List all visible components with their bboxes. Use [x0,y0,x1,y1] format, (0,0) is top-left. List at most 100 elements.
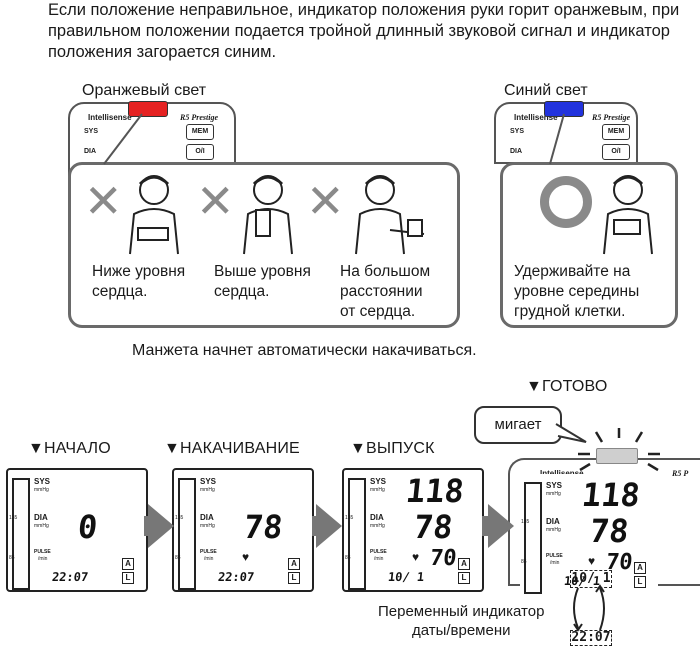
power-button[interactable]: O/I [186,144,214,160]
scale-bar [348,478,366,590]
dia-value: 78 [588,512,631,550]
pulse-label: PULSE [370,549,387,555]
position-indicator-orange [128,101,168,117]
sys-value: 118 [404,472,466,510]
user-a-icon: A [458,558,470,570]
blink-bubble: мигает [474,406,562,444]
brand-logo: Intellisense [514,113,558,122]
scale-top-label: 135 [521,519,530,525]
correct-circle-icon [540,176,592,228]
pulse-label: PULSE [200,549,217,555]
step-title-done: ▼ГОТОВО [526,378,608,395]
alternating-label-line: Переменный индикатор [378,603,545,620]
time-value: 22:07 [217,570,255,584]
sys-label: SYS [546,481,563,490]
pointer-orange [103,113,143,165]
arrow-right-icon [148,504,174,548]
brand-logo: Intellisense [540,469,584,478]
scale-top-label: 135 [345,515,354,521]
pulse-label: PULSE [546,553,563,559]
power-button[interactable]: O/I [602,144,630,160]
sys-label: SYS [510,128,525,135]
user-l-icon: L [634,576,646,588]
sys-label: SYS [200,477,217,486]
scale-bar [178,478,196,590]
pulse-unit: /min [550,560,560,566]
model-name: R5 P [672,469,689,478]
sys-unit: mmHg [200,487,215,493]
blink-rays [578,428,660,472]
intro-paragraph: Если положение неправильное, индикатор п… [48,1,680,61]
alternating-label-line: даты/времени [411,622,511,639]
case-caption-1: Ниже уровня сердца. [92,262,185,302]
heart-icon: ♥ [242,550,250,564]
scale-bottom-label: 85 [175,555,181,561]
dia-value: 78 [242,508,285,546]
dia-unit: mmHg [546,527,561,533]
sys-label: SYS [84,128,99,135]
caption-line: Выше уровня [214,263,311,280]
user-a-icon: A [634,562,646,574]
step-title-inflate: ▼НАКАЧИВАНИЕ [164,440,300,457]
time-value: 10/ 1 [387,570,425,584]
orange-light-label: Оранжевый свет [82,82,207,99]
sys-unit: mmHg [34,487,49,493]
caption-line: расстоянии [340,283,423,300]
caption-line: сердца. [214,283,270,300]
step-title-release: ▼ВЫПУСК [350,440,435,457]
scale-top-label: 135 [175,515,184,521]
caption-line: грудной клетки. [514,303,626,320]
date-indicator: 10/ 1 [570,570,612,588]
dia-label: DIA [84,148,97,155]
sys-value: 118 [580,476,642,514]
user-a-icon: A [288,558,300,570]
bubble-tail [555,423,587,443]
auto-inflate-text: Манжета начнет автоматически накачиватьс… [132,342,477,359]
dia-label: DIA [370,513,384,522]
mem-button[interactable]: MEM [602,124,630,140]
step-title-start: ▼НАЧАЛО [28,440,111,457]
person-arm-high-icon [243,175,293,255]
arrow-bar [144,516,150,536]
caption-line: сердца. [92,283,148,300]
pointer-blue [549,113,565,165]
user-l-icon: L [458,572,470,584]
sys-unit: mmHg [370,487,385,493]
arrow-bar [312,516,318,536]
caption-line: Удерживайте на [514,263,631,280]
correct-caption: Удерживайте на уровне середины грудной к… [514,262,639,322]
scale-bottom-label: 85 [9,555,15,561]
dia-label: DIA [34,513,48,522]
scale-bottom-label: 85 [345,555,351,561]
scale-bar [524,482,542,594]
dia-label: DIA [546,517,560,526]
alternating-arrows-icon [573,584,605,632]
time-indicator: 22:07 [570,630,612,646]
caption-line: уровне середины [514,283,640,300]
wrong-x-icon: ✕ [196,175,235,227]
dia-value: 78 [412,508,455,546]
caption-line: На большом [340,263,431,280]
sys-label: SYS [34,477,51,486]
dia-unit: mmHg [34,523,49,529]
sys-unit: mmHg [546,491,561,497]
person-arm-low-icon [129,175,179,255]
heart-icon: ♥ [588,554,596,568]
scale-bottom-label: 85 [521,559,527,565]
wrong-x-icon: ✕ [84,175,123,227]
mem-button[interactable]: MEM [186,124,214,140]
person-arm-correct-icon [603,175,653,255]
position-indicator-blink [596,448,638,464]
scale-top-label: 135 [9,515,18,521]
pulse-label: PULSE [34,549,51,555]
person-arm-far-icon [355,175,425,255]
dia-label: DIA [200,513,214,522]
pulse-unit: /min [38,556,48,562]
sys-label: SYS [370,477,387,486]
scale-bar [12,478,30,590]
arrow-right-icon [316,504,342,548]
